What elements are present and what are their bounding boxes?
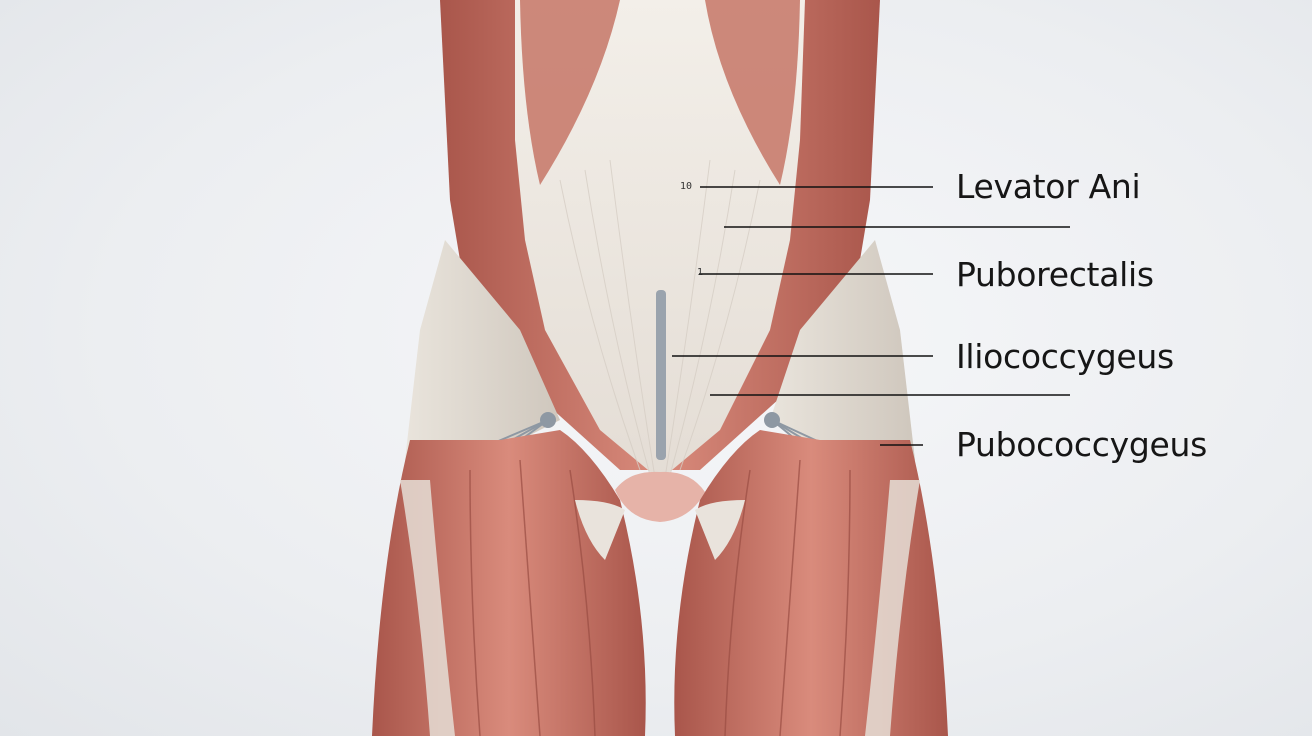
label-iliococcygeus: Iliococcygeus — [956, 337, 1174, 376]
label-levator-ani: Levator Ani — [956, 167, 1141, 206]
leader-lines — [672, 186, 1070, 446]
left-thigh — [372, 430, 646, 736]
stray-mark-1: 1 — [697, 267, 704, 278]
right-thigh — [674, 430, 948, 736]
stray-mark-10: 10 — [680, 181, 693, 192]
central-fascia — [515, 0, 805, 480]
anal-region — [615, 471, 705, 522]
label-pubococcygeus: Pubococcygeus — [956, 425, 1207, 464]
label-puborectalis: Puborectalis — [956, 255, 1154, 294]
